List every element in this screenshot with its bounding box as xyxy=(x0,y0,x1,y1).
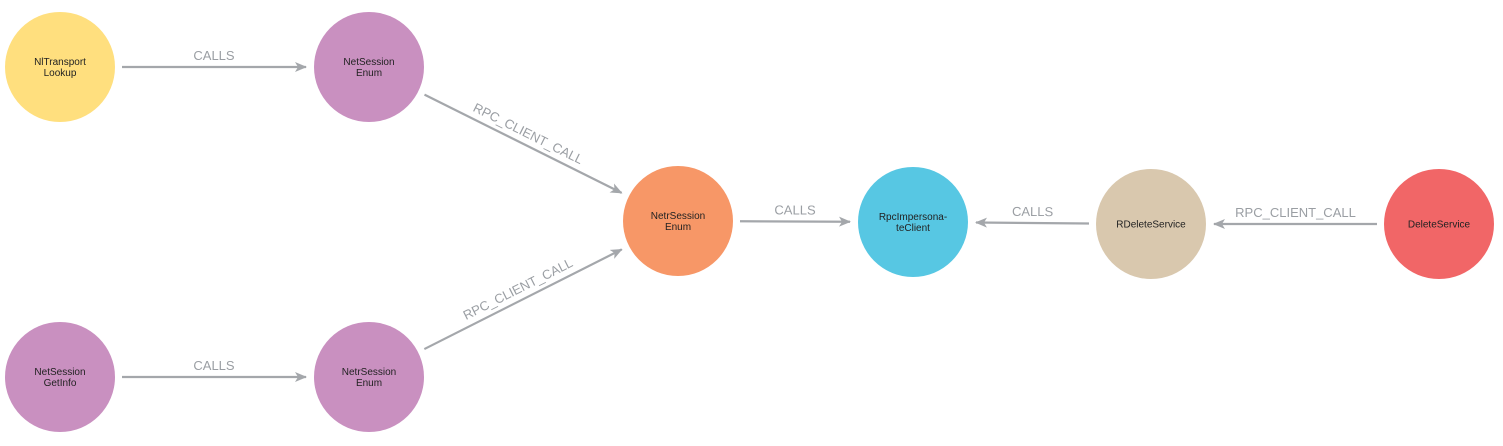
node-circle[interactable] xyxy=(858,167,968,277)
edge-n8-n3[interactable]: RPC_CLIENT_CALL xyxy=(423,248,623,351)
node-label: Lookup xyxy=(44,68,77,79)
node-circle[interactable] xyxy=(314,12,424,122)
node-label: teClient xyxy=(896,223,930,234)
edge-label: RPC_CLIENT_CALL xyxy=(1235,205,1356,220)
edge-n1-n2[interactable]: CALLS xyxy=(122,48,307,72)
edge-label: RPC_CLIENT_CALL xyxy=(471,100,586,167)
edge-n2-n3[interactable]: RPC_CLIENT_CALL xyxy=(423,93,623,194)
edge-label: RPC_CLIENT_CALL xyxy=(461,255,575,323)
node-circle[interactable] xyxy=(623,166,733,276)
node-label: RDeleteService xyxy=(1116,220,1186,231)
node-label: NetSession xyxy=(343,57,394,68)
node-deleteservice[interactable]: DeleteService xyxy=(1384,169,1494,279)
node-label: Enum xyxy=(665,222,691,233)
node-circle[interactable] xyxy=(5,322,115,432)
edge-label: CALLS xyxy=(193,48,235,63)
edge-label: CALLS xyxy=(1012,204,1054,219)
node-label: NlTransport xyxy=(34,57,86,68)
edge-arrow[interactable] xyxy=(423,248,623,351)
node-label: NetrSession xyxy=(342,367,396,378)
node-label: Enum xyxy=(356,68,382,79)
node-circle[interactable] xyxy=(5,12,115,122)
node-label: NetSession xyxy=(34,367,85,378)
edge-n3-n4[interactable]: CALLS xyxy=(739,202,852,227)
edge-arrow[interactable] xyxy=(974,217,1090,228)
node-label: RpcImpersona- xyxy=(879,212,947,223)
edge-label: CALLS xyxy=(193,358,235,373)
node-label: NetrSession xyxy=(651,211,705,222)
node-circle[interactable] xyxy=(314,322,424,432)
node-circle[interactable] xyxy=(1096,169,1206,279)
node-rdeleteservice[interactable]: RDeleteService xyxy=(1096,169,1206,279)
node-circle[interactable] xyxy=(1384,169,1494,279)
node-label: Enum xyxy=(356,378,382,389)
node-label: DeleteService xyxy=(1408,220,1471,231)
edge-n5-n4[interactable]: CALLS xyxy=(974,204,1090,228)
node-rpcimpersonateclient[interactable]: RpcImpersona-teClient xyxy=(858,167,968,277)
edge-arrow[interactable] xyxy=(423,93,623,194)
edge-label: CALLS xyxy=(774,202,816,217)
nodes-layer: NlTransportLookupNetSessionEnumNetrSessi… xyxy=(5,12,1494,432)
node-label: GetInfo xyxy=(44,378,77,389)
edge-n6-n5[interactable]: RPC_CLIENT_CALL xyxy=(1213,205,1377,229)
edge-n7-n8[interactable]: CALLS xyxy=(122,358,307,382)
